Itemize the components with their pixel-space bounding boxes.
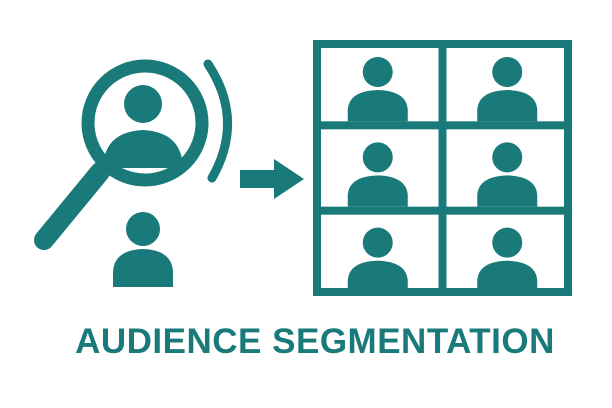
grid-divider — [313, 121, 572, 130]
arrow-right-icon — [240, 159, 304, 199]
person-icon — [477, 227, 538, 292]
audience-grid-icon — [313, 40, 572, 296]
person-icon — [347, 57, 408, 122]
grid-divider — [313, 206, 572, 215]
person-in-magnifier-icon — [103, 85, 183, 168]
person-icon — [477, 57, 538, 122]
person-icon — [113, 212, 173, 287]
magnifier-icon — [34, 59, 232, 250]
person-icon — [347, 227, 408, 292]
title: AUDIENCE SEGMENTATION — [75, 322, 555, 361]
person-icon — [477, 142, 538, 207]
person-icon — [347, 142, 408, 207]
grid-divider — [438, 40, 447, 296]
